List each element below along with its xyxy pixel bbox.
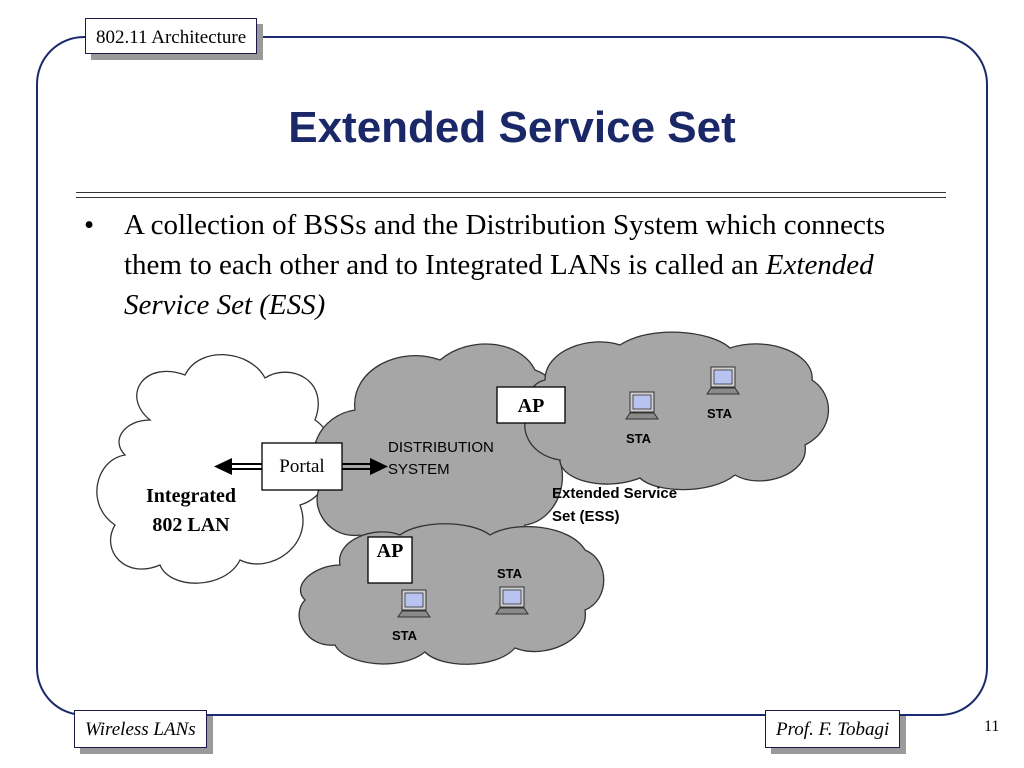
bss-cloud-top: [524, 331, 830, 491]
bullet-marker: •: [84, 209, 95, 241]
distribution-system-label-line1: DISTRIBUTION: [388, 439, 494, 456]
computer-icon: [625, 391, 659, 420]
integrated-lan-label-line2: 802 LAN: [152, 514, 230, 536]
ess-label-line1: Extended Service: [552, 485, 677, 502]
computer-icon: [495, 586, 529, 615]
bullet-text-emphasis: Extended Service Set (ESS): [124, 249, 874, 321]
portal-label: Portal: [279, 456, 324, 477]
section-tag: 802.11 Architecture: [85, 18, 258, 54]
sta-label: STA: [392, 628, 418, 643]
portal-arrow-left: [214, 458, 262, 475]
ess-label-line2: Set (ESS): [552, 508, 620, 525]
title-divider-top: [76, 192, 946, 193]
footer-course-name: Wireless LANs: [74, 710, 207, 748]
bss-cloud-bottom: [298, 523, 605, 665]
sta-label: STA: [707, 406, 733, 421]
slide-frame: [36, 36, 988, 716]
sta-label: STA: [626, 431, 652, 446]
access-point-top-label: AP: [518, 395, 545, 417]
sta-label: STA: [497, 566, 523, 581]
footer-author: Prof. F. Tobagi: [765, 710, 901, 748]
page-number: 11: [984, 718, 1000, 735]
distribution-system-label-line2: SYSTEM: [388, 461, 450, 478]
access-point-bottom-label: AP: [377, 540, 404, 562]
portal-arrow-right: [342, 458, 388, 475]
slide-title: Extended Service Set: [288, 103, 736, 152]
access-point-top: [496, 386, 566, 424]
integrated-lan-box: [132, 480, 250, 542]
bullet-text: A collection of BSSs and the Distributio…: [124, 205, 924, 325]
portal-box: [261, 442, 343, 491]
title-divider-bottom: [76, 197, 946, 198]
computer-icon: [397, 589, 431, 618]
bullet-text-plain: A collection of BSSs and the Distributio…: [124, 209, 886, 281]
integrated-lan-label-line1: Integrated: [146, 485, 236, 507]
computer-icon: [706, 366, 740, 395]
access-point-bottom: [367, 536, 413, 584]
